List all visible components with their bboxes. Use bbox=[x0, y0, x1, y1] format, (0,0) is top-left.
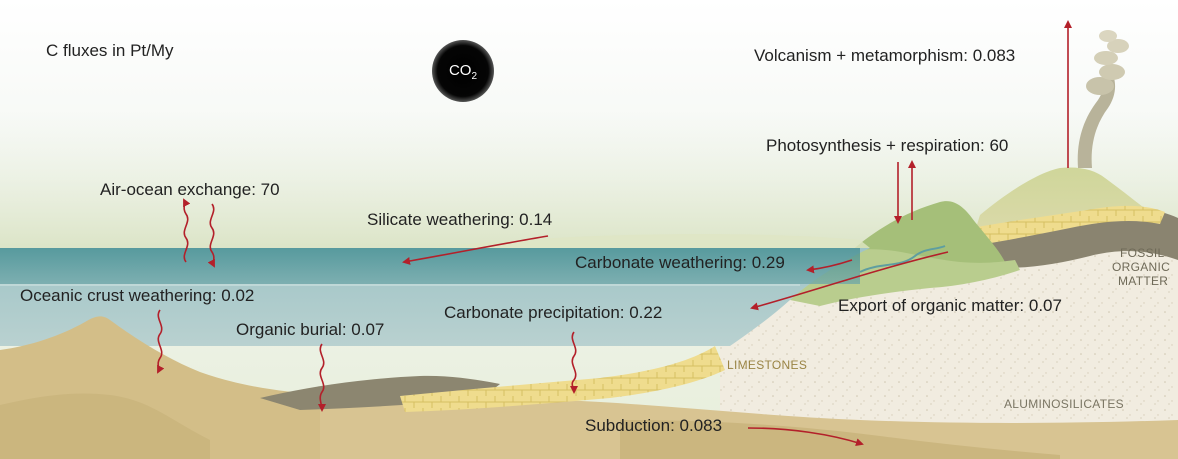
air-ocean-up-arrow bbox=[183, 198, 191, 263]
carbonate-weathering-label: Carbonate weathering: 0.29 bbox=[575, 253, 785, 272]
carbonate-precipitation-arrow bbox=[569, 331, 578, 394]
river bbox=[859, 245, 946, 273]
limestones-label: LIMESTONES bbox=[727, 358, 808, 372]
co2-base: CO bbox=[448, 62, 472, 79]
units-title: C fluxes in Pt/My bbox=[46, 41, 174, 60]
fossil-label-line-1: FOSSIL bbox=[1120, 246, 1165, 260]
export-organic-label: Export of organic matter: 0.07 bbox=[838, 296, 1062, 315]
subduction-label: Subduction: 0.083 bbox=[585, 416, 723, 435]
co2-subscript: 2 bbox=[471, 71, 478, 82]
volcanism-label: Volcanism + metamorphism: 0.083 bbox=[754, 46, 1016, 65]
carbonate-weathering-arrow bbox=[806, 259, 853, 274]
silicate-weathering-arrow bbox=[402, 235, 549, 265]
co2-sphere: CO2 bbox=[432, 40, 494, 102]
subducting-slab bbox=[620, 420, 1060, 459]
marine-limestone-layer bbox=[400, 346, 725, 412]
export-organic-arrow bbox=[750, 251, 949, 311]
organic-burial-label: Organic burial: 0.07 bbox=[236, 320, 385, 339]
organic-burial-arrow bbox=[317, 343, 326, 412]
fossil-label-line-2: ORGANIC bbox=[1112, 260, 1171, 274]
photosynthesis-label: Photosynthesis + respiration: 60 bbox=[766, 136, 1009, 155]
subduction-arrow bbox=[747, 427, 864, 447]
fossil-organic-layer bbox=[960, 209, 1178, 268]
shelf-sand bbox=[430, 234, 870, 248]
silicate-weathering-label: Silicate weathering: 0.14 bbox=[367, 210, 553, 229]
fossil-label-line-3: MATTER bbox=[1118, 274, 1169, 288]
ridge-front bbox=[0, 393, 210, 459]
ocean-surface-layer bbox=[0, 248, 860, 284]
aluminosilicates-label: ALUMINOSILICATES bbox=[1004, 397, 1124, 411]
air-ocean-label: Air-ocean exchange: 70 bbox=[100, 180, 280, 199]
carbonate-precipitation-label: Carbonate precipitation: 0.22 bbox=[444, 303, 663, 322]
oceanic-crust-arrow bbox=[157, 309, 165, 374]
flux-arrows bbox=[157, 20, 1072, 447]
volcanic-plume bbox=[1077, 30, 1129, 168]
oceanic-crust-label: Oceanic crust weathering: 0.02 bbox=[20, 286, 255, 305]
air-ocean-down-arrow bbox=[207, 203, 215, 268]
ocean-midline bbox=[0, 284, 800, 286]
continent-limestone-layer bbox=[950, 205, 1165, 248]
